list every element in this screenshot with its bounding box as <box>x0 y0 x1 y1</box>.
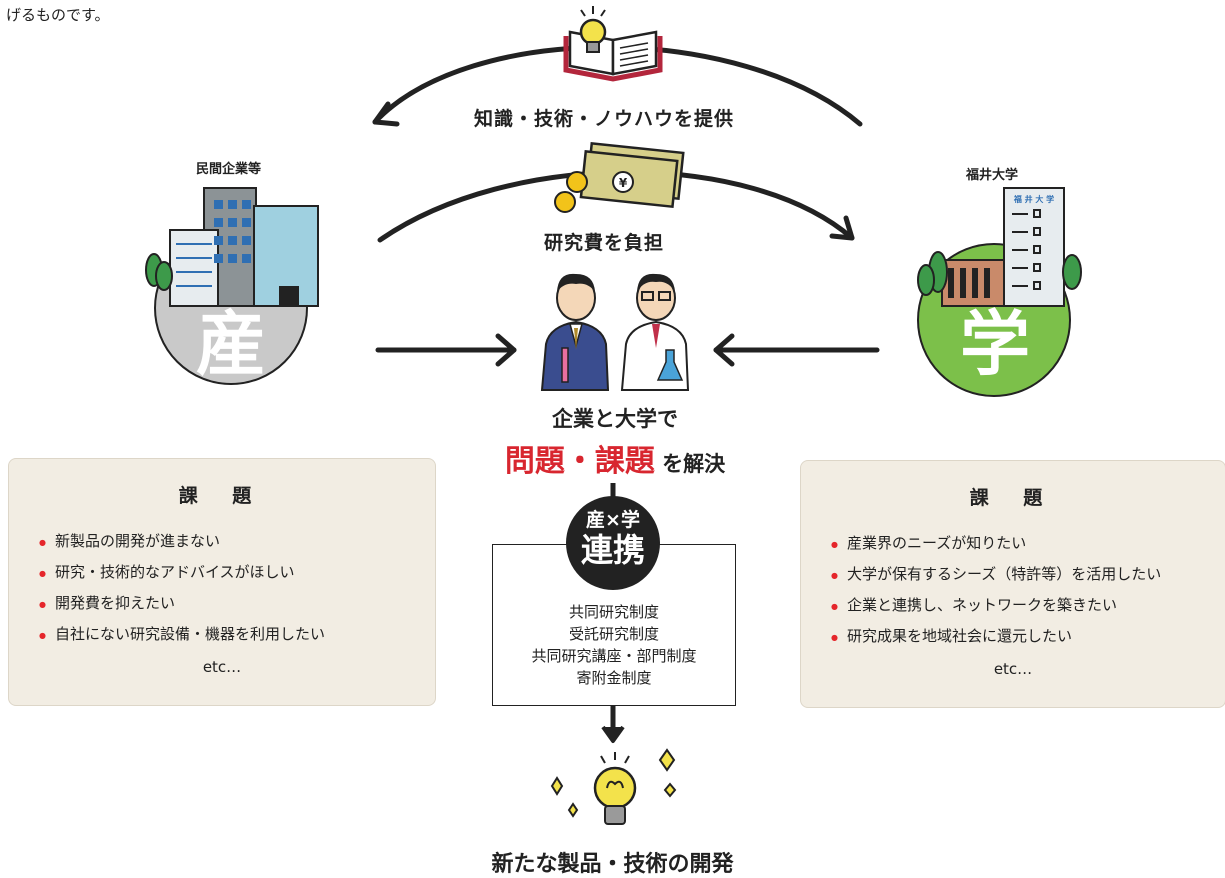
industry-issues-panel: 課 題 新製品の開発が進まない 研究・技術的なアドバイスがほしい 開発費を抑えた… <box>8 458 436 706</box>
book-bulb-icon <box>563 6 663 82</box>
academia-illustration: 福 井 大 学 <box>917 187 1082 397</box>
mid-flow-label: 研究費を負担 <box>544 232 665 254</box>
etc-label: etc… <box>202 658 242 676</box>
money-icon: ¥ <box>554 141 685 213</box>
program-item: 寄附金制度 <box>576 669 652 687</box>
program-item: 共同研究講座・部門制度 <box>531 647 697 665</box>
list-item: 新製品の開発が進まない <box>39 526 435 558</box>
idea-bulb-icon <box>550 748 677 825</box>
top-flow-label: 知識・技術・ノウハウを提供 <box>474 108 735 130</box>
researchers-illustration <box>540 273 690 391</box>
panel-title: 課 題 <box>178 485 266 507</box>
intro-text: げるものです。 <box>6 6 110 24</box>
program-item: 受託研究制度 <box>568 625 659 643</box>
list-item: 産業界のニーズが知りたい <box>831 528 1225 560</box>
etc-label: etc… <box>993 660 1033 678</box>
center-line1: 企業と大学で <box>552 407 678 431</box>
center-suffix: を解決 <box>662 452 726 476</box>
industry-char: 産 <box>196 303 266 385</box>
list-item: 自社にない研究設備・機器を利用したい <box>39 619 435 651</box>
panel-title: 課 題 <box>969 487 1057 509</box>
academia-issues-panel: 課 題 産業界のニーズが知りたい 大学が保有するシーズ（特許等）を活用したい 企… <box>800 460 1225 708</box>
academia-label: 福井大学 <box>966 168 1019 183</box>
issue-list: 産業界のニーズが知りたい 大学が保有するシーズ（特許等）を活用したい 企業と連携… <box>801 528 1225 653</box>
program-item: 共同研究制度 <box>568 603 659 621</box>
industry-label: 民間企業等 <box>196 162 262 177</box>
collaboration-seal: 産×学 連携 <box>566 496 660 590</box>
list-item: 研究・技術的なアドバイスがほしい <box>39 557 435 589</box>
seal-line2: 連携 <box>580 531 645 569</box>
university-sign: 福 井 大 学 <box>1013 194 1054 204</box>
list-item: 企業と連携し、ネットワークを築きたい <box>831 590 1225 622</box>
industry-illustration <box>145 187 319 385</box>
academia-char: 学 <box>960 303 1030 385</box>
result-label: 新たな製品・技術の開発 <box>491 852 734 877</box>
list-item: 大学が保有するシーズ（特許等）を活用したい <box>831 559 1225 591</box>
list-item: 開発費を抑えたい <box>39 588 435 620</box>
svg-text:¥: ¥ <box>619 176 628 190</box>
center-highlight: 問題・課題 <box>504 444 655 479</box>
issue-list: 新製品の開発が進まない 研究・技術的なアドバイスがほしい 開発費を抑えたい 自社… <box>9 526 435 651</box>
list-item: 研究成果を地域社会に還元したい <box>831 621 1225 653</box>
seal-line1: 産×学 <box>586 509 640 531</box>
